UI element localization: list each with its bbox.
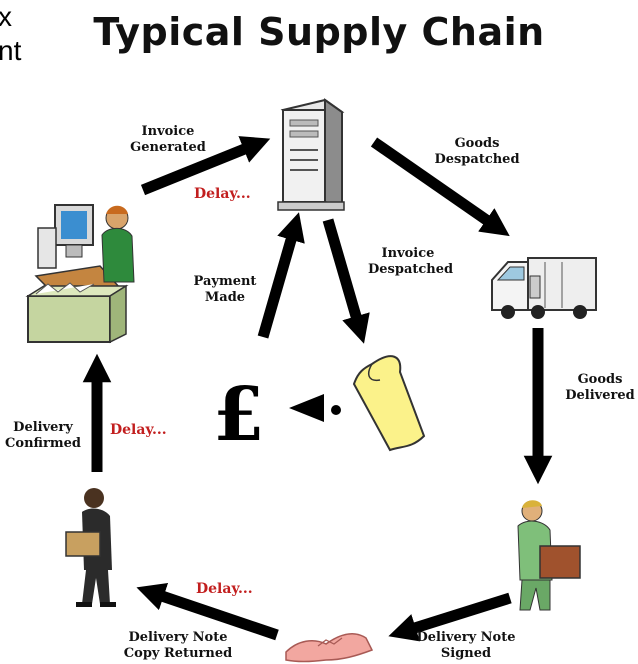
arrow-invoice-to-pound [289,394,341,422]
label-payment-made: Payment Made [193,274,257,305]
label-goods-delivered: Goods Delivered [565,372,635,403]
invoice-paper-icon [352,355,426,452]
arrow-payment-made [257,212,305,339]
cutoff-text-line-1: x [0,1,12,32]
label-invoice-generated: Invoice Generated [130,124,206,155]
delivery-truck-icon [491,257,597,319]
delivery-man-icon [517,500,581,611]
label-delivery-confirmed: Delivery Confirmed [5,420,81,451]
man-carrying-box-icon [65,488,116,607]
label-delivery-note-copy-returned: Delivery Note Copy Returned [123,630,233,661]
pound-sign-icon: £ [213,372,265,458]
arrow-invoice-generated [140,136,271,196]
arrow-invoice-despatched [322,218,370,344]
delay-label-bottom: Delay... [196,581,253,597]
delay-label-top: Delay... [194,186,251,202]
arrow-delivery-note-signed [388,592,512,642]
cutoff-text: x nt [0,0,21,68]
delay-label-left: Delay... [110,422,167,438]
arrow-goods-despatched [370,137,510,237]
cutoff-text-line-2: nt [0,35,22,66]
label-invoice-despatched: Invoice Despatched [368,246,454,277]
diagram-title: Typical Supply Chain [93,10,545,54]
arrow-delivery-note-copy-returned [136,583,279,641]
label-delivery-note-signed: Delivery Note Signed [416,630,516,661]
label-goods-despatched: Goods Despatched [434,136,520,167]
office-worker-icon [25,204,135,344]
computer-tower-icon [277,98,345,211]
handshake-icon [285,632,374,663]
